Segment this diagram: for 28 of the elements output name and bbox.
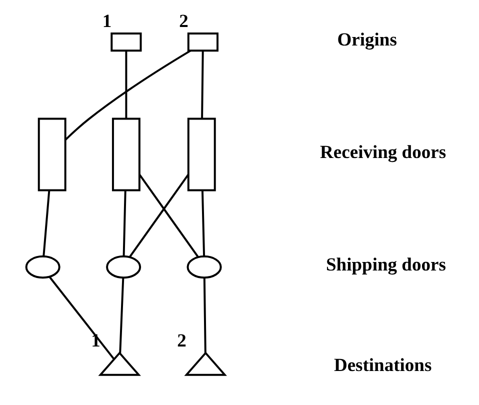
node-ellipse <box>186 255 222 279</box>
connector <box>48 276 114 360</box>
node-bar <box>37 118 66 192</box>
connector <box>200 50 204 119</box>
connector <box>202 278 206 354</box>
connector <box>128 174 189 258</box>
label: Origins <box>336 30 396 51</box>
node-triangle <box>184 352 226 376</box>
connector <box>42 190 50 256</box>
node-box <box>186 32 218 52</box>
connector <box>122 190 126 256</box>
connector <box>200 190 205 256</box>
label: Receiving doors <box>320 142 446 164</box>
connector <box>138 174 198 258</box>
label: Shipping doors <box>326 254 446 276</box>
label: Destinations <box>333 355 432 376</box>
node-box <box>110 32 142 52</box>
connector <box>118 278 124 354</box>
connector <box>124 50 127 119</box>
node-label: 2 <box>178 11 188 32</box>
node-triangle <box>98 352 140 376</box>
node-ellipse <box>106 255 141 279</box>
node-label: 1 <box>102 11 112 32</box>
node-bar <box>111 118 140 192</box>
node-bar <box>186 118 216 192</box>
connector <box>64 50 191 141</box>
node-ellipse <box>24 255 60 279</box>
node-label: 2 <box>176 330 186 352</box>
